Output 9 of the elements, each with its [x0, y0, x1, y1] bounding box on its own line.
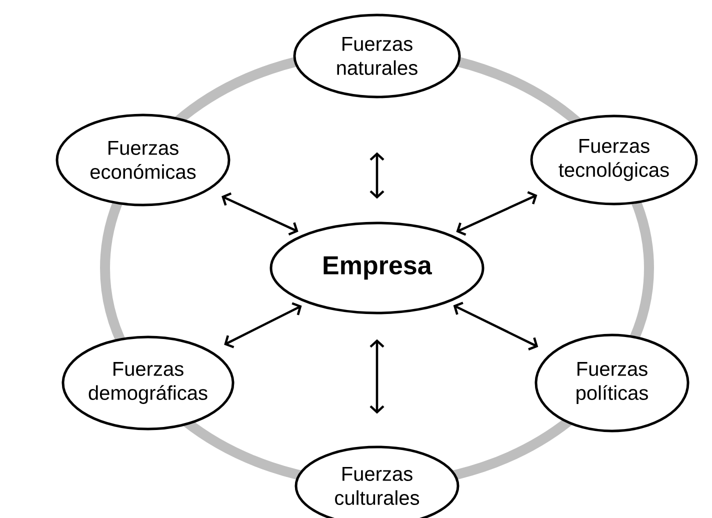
double-arrow — [370, 339, 384, 414]
node-label: Fuerzas culturales — [335, 467, 420, 505]
double-arrow — [453, 302, 538, 350]
double-arrow — [224, 302, 302, 348]
double-arrow — [456, 191, 538, 236]
node-label: Fuerzas tecnológicas — [558, 139, 669, 181]
double-arrow — [370, 152, 384, 199]
node-label: Fuerzas políticas — [576, 362, 648, 404]
double-arrow — [222, 192, 298, 236]
